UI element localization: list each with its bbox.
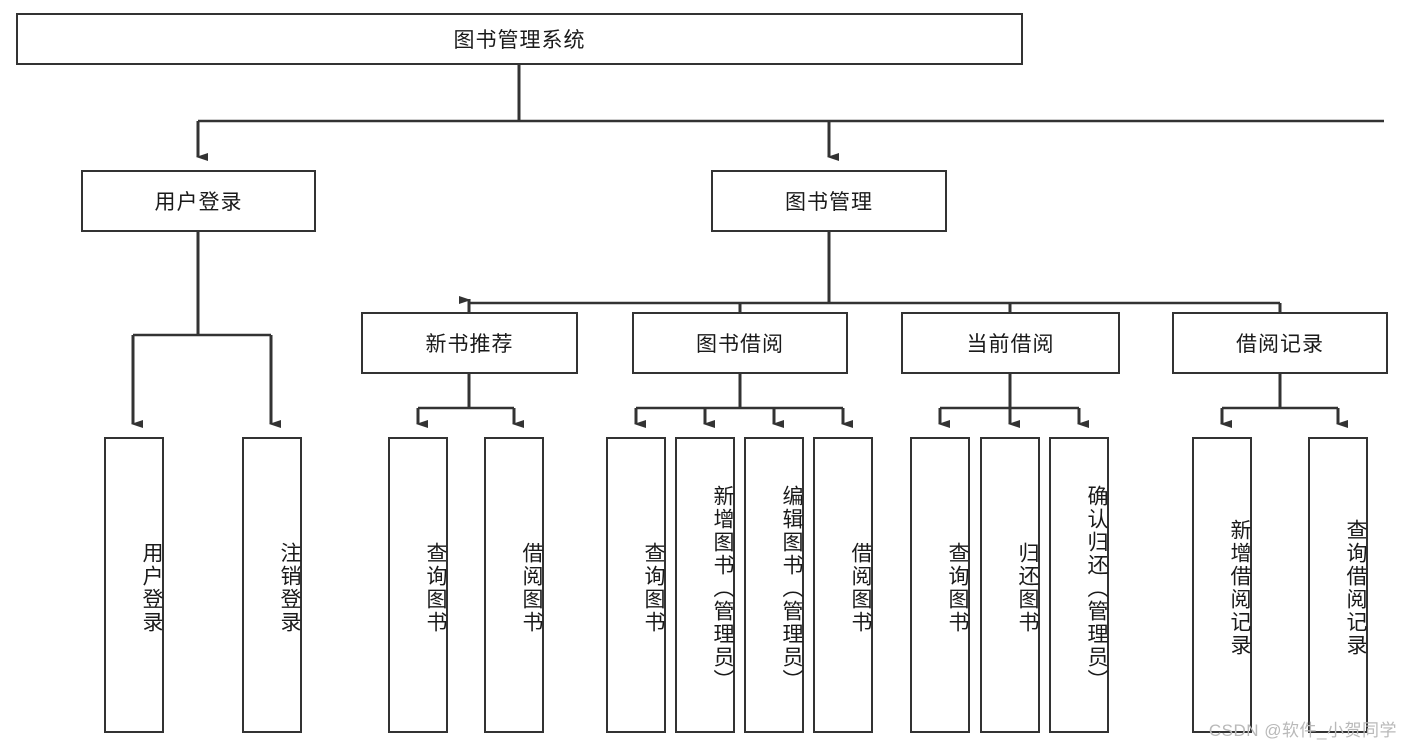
leaf-record-add[interactable]: 新增借阅记录 (1192, 437, 1252, 733)
node-user-login[interactable]: 用户登录 (81, 170, 316, 232)
node-label: 查询图书 (946, 542, 969, 634)
node-label: 图书借阅 (696, 333, 784, 356)
node-label: 用户登录 (140, 542, 163, 634)
node-label: 图书管理系统 (453, 29, 586, 52)
node-label: 图书管理 (785, 191, 873, 214)
node-borrow-record[interactable]: 借阅记录 (1172, 312, 1388, 374)
leaf-current-return-book[interactable]: 归还图书 (980, 437, 1040, 733)
leaf-current-confirm-return[interactable]: 确认归还（管理员） (1049, 437, 1109, 733)
node-label: 查询图书 (642, 542, 665, 634)
node-label: 借阅图书 (520, 542, 543, 634)
node-label: 当前借阅 (966, 333, 1055, 356)
node-label: 编辑图书（管理员） (780, 484, 803, 692)
node-label: 查询借阅记录 (1344, 519, 1367, 657)
node-root-system[interactable]: 图书管理系统 (16, 13, 1023, 65)
leaf-record-query[interactable]: 查询借阅记录 (1308, 437, 1368, 733)
node-current-borrow[interactable]: 当前借阅 (901, 312, 1120, 374)
csdn-watermark: CSDN @软件_小贺同学 (1208, 721, 1397, 740)
node-label: 确认归还（管理员） (1085, 484, 1108, 692)
node-label: 借阅图书 (849, 542, 872, 634)
node-label: 查询图书 (424, 542, 447, 634)
node-book-borrow[interactable]: 图书借阅 (632, 312, 848, 374)
node-book-management[interactable]: 图书管理 (711, 170, 947, 232)
leaf-borrow-query-book[interactable]: 查询图书 (606, 437, 666, 733)
node-label: 新增借阅记录 (1228, 519, 1251, 657)
leaf-borrow-add-book[interactable]: 新增图书（管理员） (675, 437, 735, 733)
leaf-recommend-query-book[interactable]: 查询图书 (388, 437, 448, 733)
leaf-current-query-book[interactable]: 查询图书 (910, 437, 970, 733)
leaf-user-login-do[interactable]: 用户登录 (104, 437, 164, 733)
node-label: 用户登录 (154, 191, 243, 214)
leaf-recommend-borrow-book[interactable]: 借阅图书 (484, 437, 544, 733)
leaf-borrow-edit-book[interactable]: 编辑图书（管理员） (744, 437, 804, 733)
node-label: 新书推荐 (425, 333, 514, 356)
node-label: 注销登录 (278, 542, 301, 634)
leaf-user-logout[interactable]: 注销登录 (242, 437, 302, 733)
leaf-borrow-borrow-book[interactable]: 借阅图书 (813, 437, 873, 733)
node-new-book-recommend[interactable]: 新书推荐 (361, 312, 578, 374)
node-label: 借阅记录 (1236, 333, 1324, 356)
node-label: 归还图书 (1016, 542, 1039, 634)
node-label: 新增图书（管理员） (711, 484, 734, 692)
